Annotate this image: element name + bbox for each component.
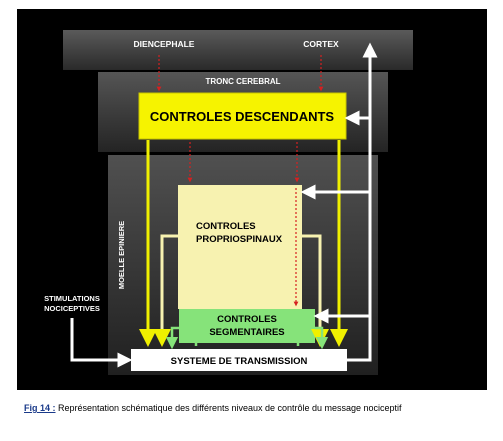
segmentaires-label-line2: SEGMENTAIRES — [209, 327, 284, 338]
propriospinal-arrow-left — [153, 234, 180, 347]
controles-descendants-label: CONTROLES DESCENDANTS — [150, 109, 335, 124]
segmentaires-label-line1: CONTROLES — [217, 314, 277, 325]
propriospinaux-label-line2: PROPRIOSPINAUX — [196, 234, 283, 245]
controles-segmentaires-box — [179, 309, 315, 343]
propriospinal-arrow-right — [302, 234, 329, 347]
systeme-transmission-label: SYSTEME DE TRANSMISSION — [171, 356, 308, 367]
controles-propriospinaux-box — [178, 185, 302, 309]
segmental-arrow-left — [165, 326, 179, 350]
moelle-epiniere-label: MOELLE EPINIERE — [117, 221, 126, 289]
caption-text: Représentation schématique des différent… — [55, 403, 402, 413]
diencephale-cortex-panel — [63, 30, 413, 70]
stimulations-label-line1: STIMULATIONS — [44, 294, 100, 303]
ascending-arrow-main — [347, 42, 378, 362]
figure-caption: Fig 14 : Représentation schématique des … — [24, 403, 494, 413]
stimulation-input-arrow — [70, 318, 133, 368]
cortex-label: CORTEX — [303, 39, 339, 49]
systeme-transmission-box — [131, 349, 347, 371]
propriospinaux-label-line1: CONTROLES — [196, 221, 256, 232]
tronc-cerebral-label: TRONC CEREBRAL — [205, 77, 280, 86]
diencephale-label: DIENCEPHALE — [134, 39, 195, 49]
caption-figure-number: Fig 14 : — [24, 403, 56, 413]
segmental-arrow-right — [315, 326, 329, 350]
stimulations-label-line2: NOCICEPTIVES — [44, 304, 100, 313]
